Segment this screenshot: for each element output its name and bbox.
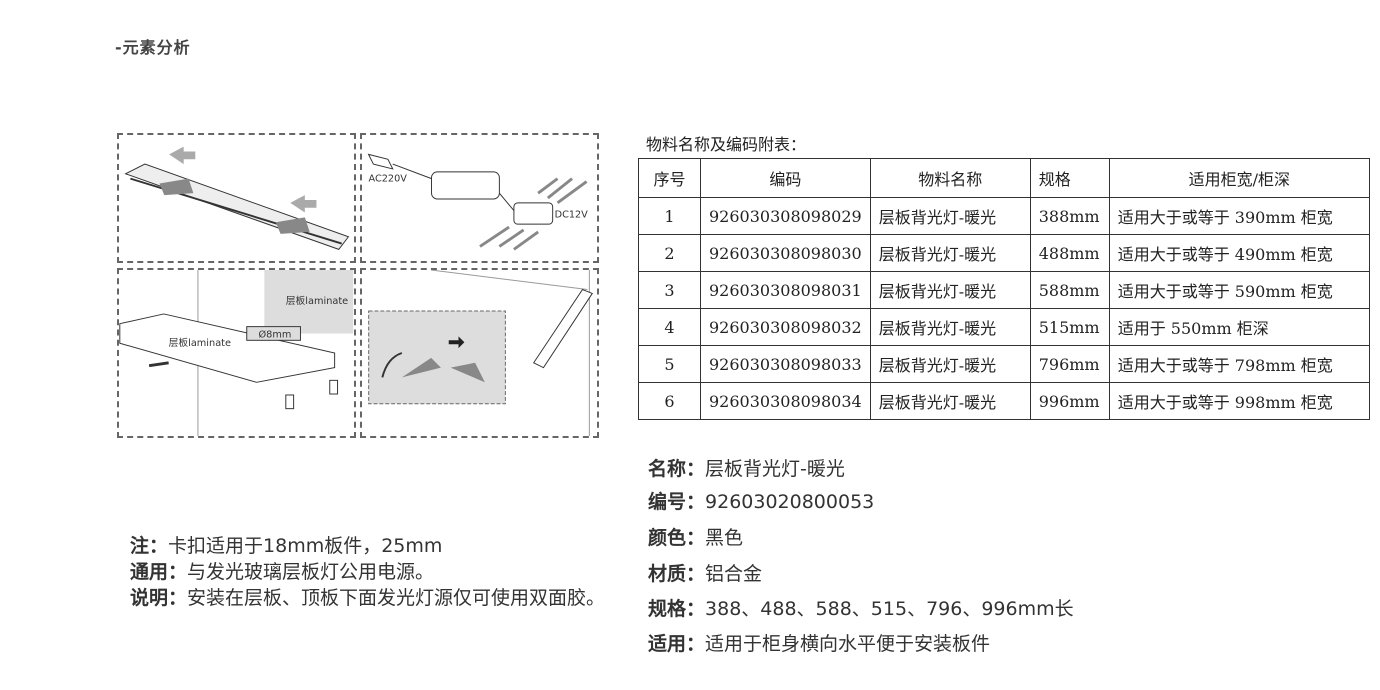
diagram-light-mounting (360, 268, 599, 438)
ac-label: AC220V (369, 174, 408, 185)
cell-name: 层板背光灯-暖光 (869, 197, 1031, 235)
cell-spec: 996mm (1029, 382, 1110, 420)
cell-fit: 适用于 550mm 柜深 (1108, 308, 1371, 346)
cell-index: 1 (638, 197, 701, 235)
cell-fit: 适用大于或等于 490mm 柜宽 (1108, 234, 1371, 272)
cell-name: 层板背光灯-暖光 (869, 382, 1031, 420)
note-line: 通用：与发光玻璃层板灯公用电源。 (130, 557, 434, 584)
laminate-label: 层板laminate (169, 336, 231, 349)
note-label: 注： (130, 535, 169, 557)
cell-fit: 适用大于或等于 998mm 柜宽 (1108, 382, 1371, 420)
cell-code: 926030308098032 (700, 308, 871, 346)
info-label: 适用： (648, 633, 706, 655)
info-line: 材质：铝合金 (648, 559, 762, 586)
hole-size-label: Ø8mm (258, 328, 291, 340)
cell-spec: 515mm (1029, 308, 1110, 346)
info-value: 92603020800053 (705, 491, 875, 513)
cell-spec: 488mm (1029, 234, 1110, 272)
cell-fit: 适用大于或等于 798mm 柜宽 (1108, 345, 1371, 383)
laminate-label-detail: 层板laminate (286, 294, 348, 307)
cell-index: 5 (638, 345, 701, 383)
info-label: 规格： (648, 598, 706, 620)
header-index: 序号 (638, 158, 701, 198)
cell-code: 926030308098029 (700, 197, 871, 235)
dc-label: DC12V (555, 209, 589, 220)
cell-index: 2 (638, 234, 701, 272)
cell-code: 926030308098031 (700, 271, 871, 309)
note-value: 与发光玻璃层板灯公用电源。 (187, 561, 435, 583)
table-title: 物料名称及编码附表： (646, 135, 807, 154)
note-line: 注：卡扣适用于18mm板件，25mm (130, 531, 442, 558)
info-value: 388、488、588、515、796、996mm长 (705, 598, 1074, 620)
cell-code: 926030308098030 (700, 234, 871, 272)
cell-spec: 796mm (1029, 345, 1110, 383)
info-label: 编号： (648, 491, 706, 513)
section-title: -元素分析 (115, 38, 191, 57)
cell-name: 层板背光灯-暖光 (869, 234, 1031, 272)
header-spec: 规格 (1029, 158, 1110, 198)
cell-index: 4 (638, 308, 701, 346)
cell-index: 3 (638, 271, 701, 309)
note-line: 说明：安装在层板、顶板下面发光灯源仅可使用双面胶。 (130, 583, 605, 610)
note-value: 安装在层板、顶板下面发光灯源仅可使用双面胶。 (187, 587, 606, 609)
cell-name: 层板背光灯-暖光 (869, 308, 1031, 346)
note-label: 通用： (130, 561, 188, 583)
info-line: 规格：388、488、588、515、796、996mm长 (648, 594, 1074, 621)
info-line: 适用：适用于柜身横向水平便于安装板件 (648, 629, 990, 656)
cell-name: 层板背光灯-暖光 (869, 271, 1031, 309)
diagram-power-supply: AC220V DC12V (360, 133, 599, 263)
cell-fit: 适用大于或等于 590mm 柜宽 (1108, 271, 1371, 309)
info-label: 材质： (648, 563, 706, 585)
header-fit: 适用柜宽/柜深 (1108, 158, 1371, 198)
info-label: 颜色： (648, 527, 706, 549)
diagram-adhesive-strip (117, 133, 356, 263)
cell-spec: 588mm (1029, 271, 1110, 309)
info-label: 名称： (648, 458, 706, 480)
note-label: 说明： (130, 587, 188, 609)
header-code: 编码 (700, 158, 871, 198)
table-header-row: 序号 编码 物料名称 规格 适用柜宽/柜深 (638, 158, 1371, 198)
note-value: 卡扣适用于18mm板件，25mm (168, 535, 443, 557)
cell-fit: 适用大于或等于 390mm 柜宽 (1108, 197, 1371, 235)
info-value: 铝合金 (705, 563, 763, 585)
cell-code: 926030308098033 (700, 345, 871, 383)
info-value: 黑色 (705, 527, 744, 549)
info-value: 层板背光灯-暖光 (705, 458, 845, 480)
cell-code: 926030308098034 (700, 382, 871, 420)
info-line: 名称：层板背光灯-暖光 (648, 454, 845, 481)
header-name: 物料名称 (869, 158, 1031, 198)
cell-name: 层板背光灯-暖光 (869, 345, 1031, 383)
cell-spec: 388mm (1029, 197, 1110, 235)
info-value: 适用于柜身横向水平便于安装板件 (705, 633, 991, 655)
info-line: 编号：92603020800053 (648, 487, 874, 514)
cell-index: 6 (638, 382, 701, 420)
info-line: 颜色：黑色 (648, 523, 743, 550)
